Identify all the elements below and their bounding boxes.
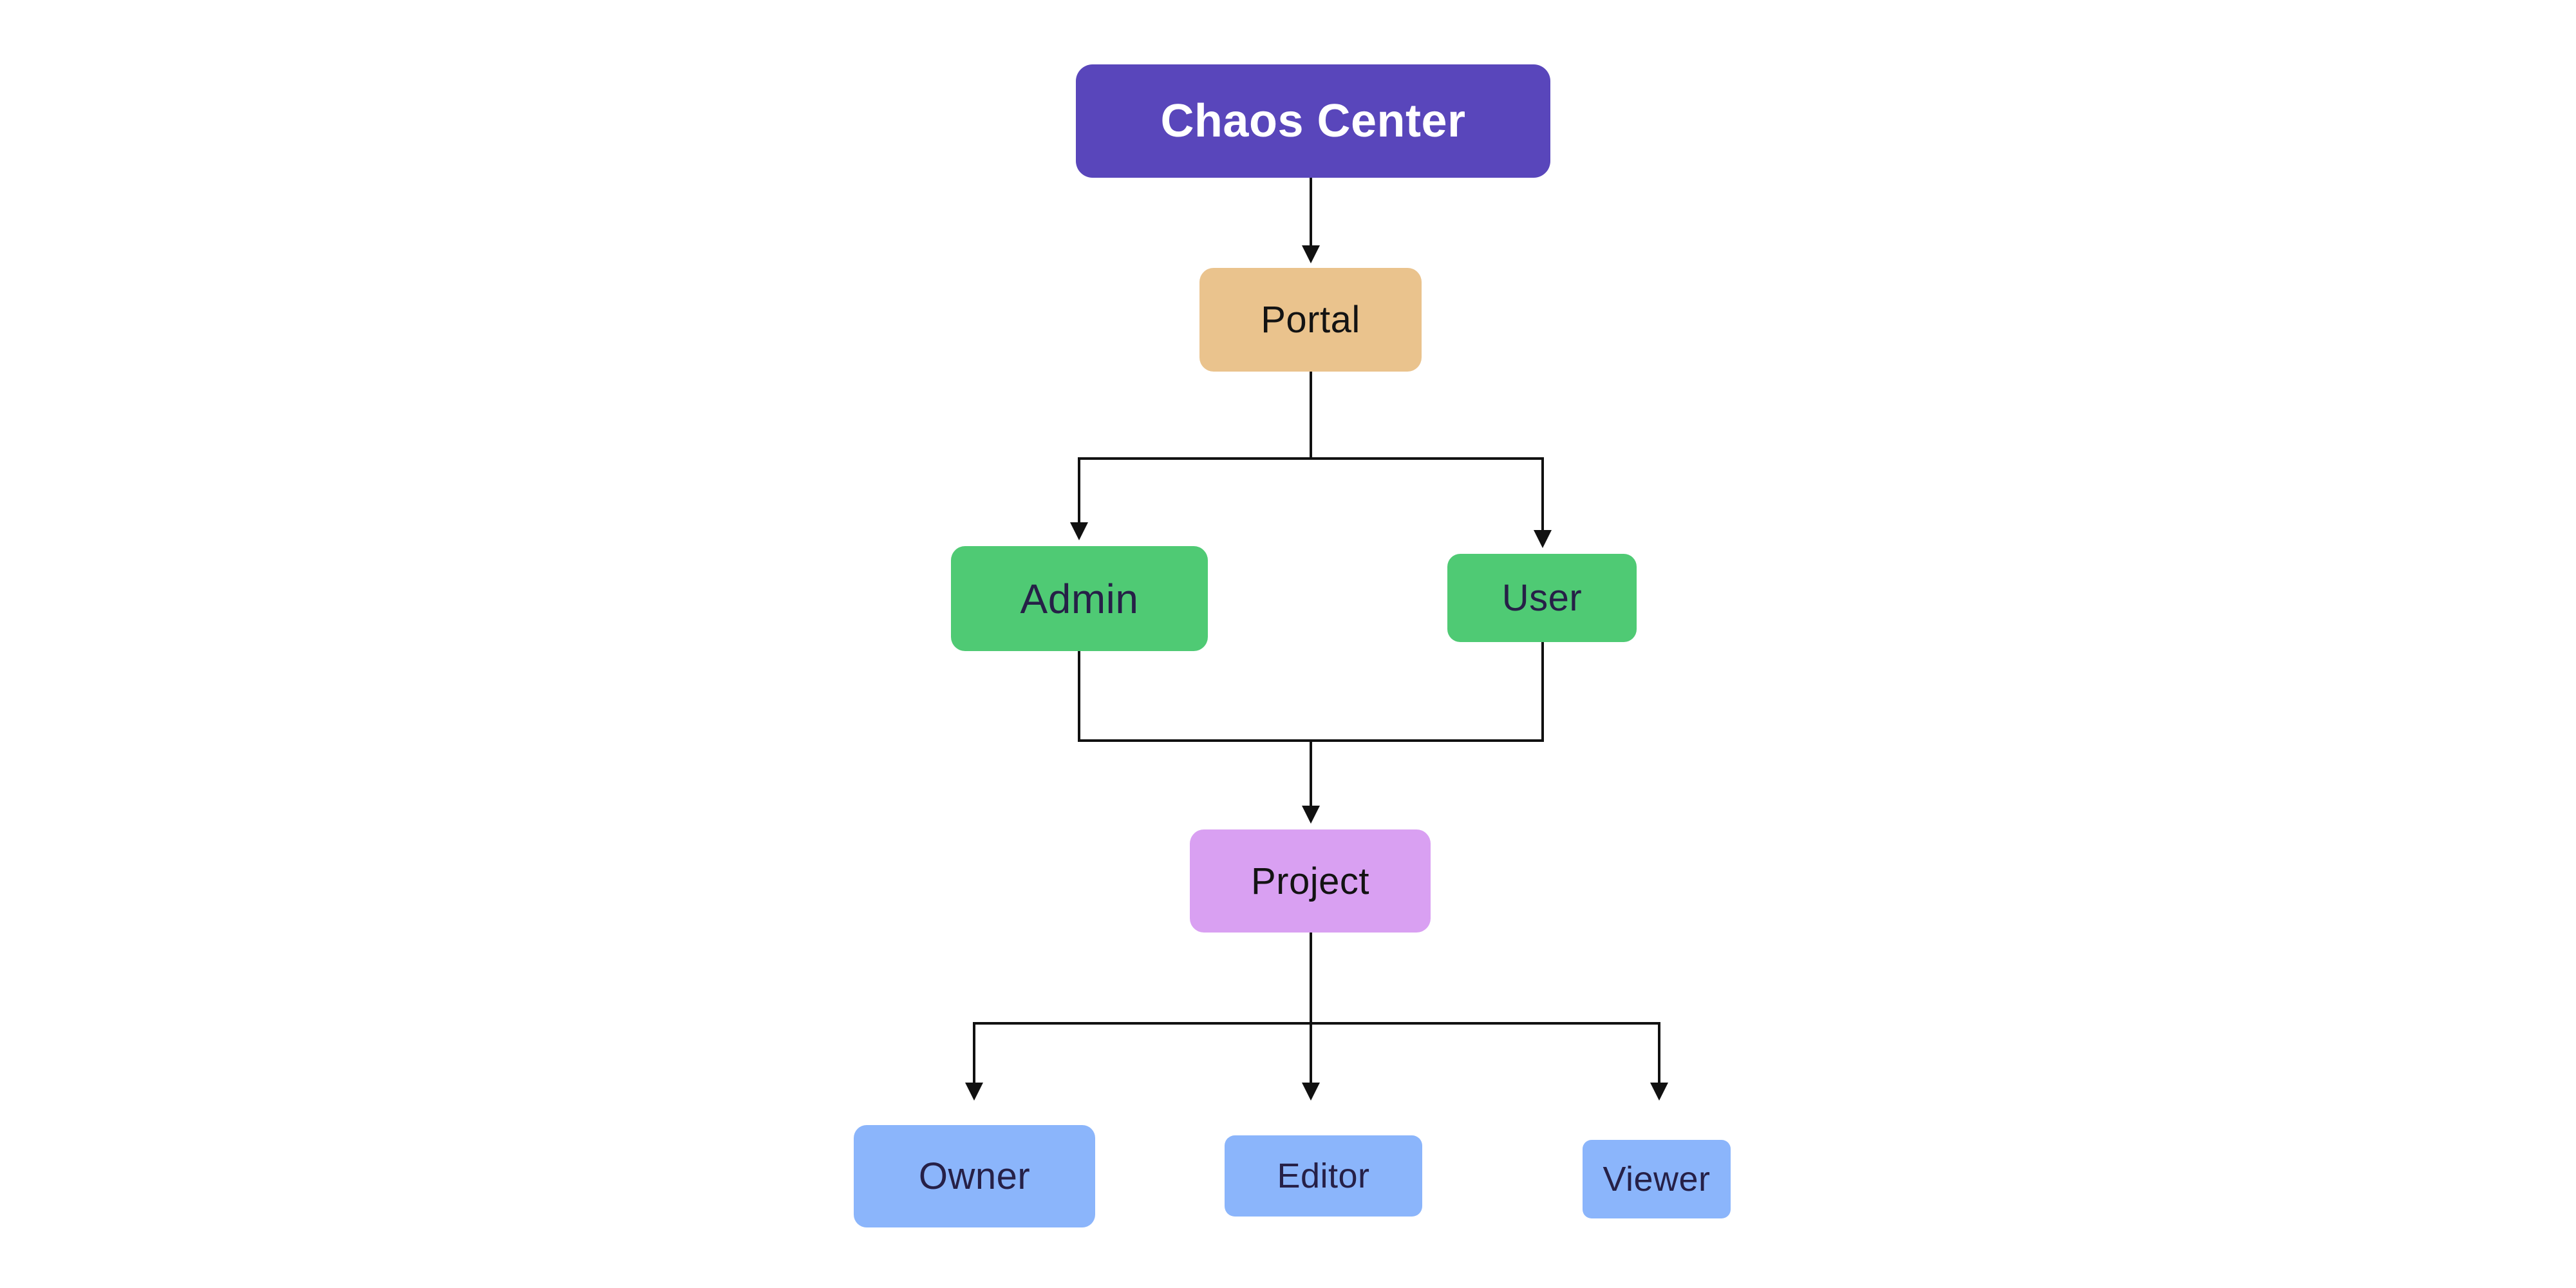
- node-viewer: Viewer: [1583, 1140, 1731, 1218]
- node-owner: Owner: [854, 1125, 1095, 1227]
- edge-group: [965, 178, 1668, 1101]
- node-chaos-center: Chaos Center: [1076, 64, 1550, 178]
- node-editor: Editor: [1225, 1135, 1422, 1217]
- node-project: Project: [1190, 829, 1431, 933]
- node-portal: Portal: [1199, 268, 1422, 372]
- node-user: User: [1447, 554, 1637, 642]
- node-admin: Admin: [951, 546, 1208, 651]
